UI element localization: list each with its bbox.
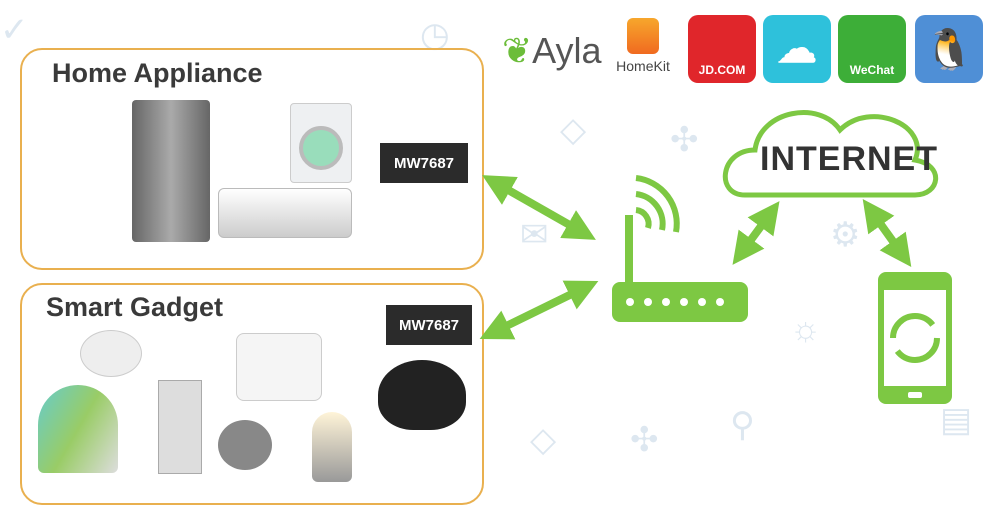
arrow-cloud-phone xyxy=(862,198,912,268)
refrigerator-image xyxy=(132,100,210,242)
arrow-router-cloud xyxy=(732,201,780,265)
camera-image xyxy=(218,420,272,470)
search-icon: ⚲ xyxy=(730,406,755,444)
air-monitor-image xyxy=(38,385,118,473)
group-title: Smart Gadget xyxy=(46,292,224,322)
smart-plug-image xyxy=(236,333,322,401)
smoke-detector-image xyxy=(80,330,142,377)
wechat-logo: WeChat xyxy=(838,15,906,83)
cloud-icon xyxy=(722,110,939,198)
jd-logo: JD.COM xyxy=(688,15,756,83)
homekit-label: HomeKit xyxy=(616,58,670,74)
clock-icon: ◷ xyxy=(420,16,450,54)
zhi-logo: ☁ xyxy=(763,15,831,83)
tag-icon: ◇ xyxy=(530,421,557,459)
module-tag: MW7687 xyxy=(380,143,468,183)
router-icon xyxy=(612,175,748,322)
gear-icon: ⚙ xyxy=(830,216,861,254)
bulb-icon: ☼ xyxy=(790,310,822,348)
tag-icon: ◇ xyxy=(560,111,587,149)
air-conditioner-image xyxy=(218,188,352,238)
ayla-logo: ❦Ayla xyxy=(502,30,602,71)
doorbell-image xyxy=(158,380,202,474)
arrow-gadget-router xyxy=(479,280,599,340)
internet-label: INTERNET xyxy=(760,140,938,178)
qq-logo: 🐧 xyxy=(915,15,983,83)
homekit-icon xyxy=(627,18,659,54)
homekit-logo: HomeKit xyxy=(608,18,678,74)
phone-icon xyxy=(878,272,952,404)
group-title: Home Appliance xyxy=(52,58,263,88)
arrow-appliance-router xyxy=(482,175,596,240)
washing-machine-image xyxy=(290,103,352,183)
smart-bulb-image xyxy=(312,412,352,482)
module-tag: MW7687 xyxy=(386,305,472,345)
ir-hub-image xyxy=(378,360,466,430)
puzzle-icon: ✣ xyxy=(670,121,699,159)
puzzle-icon: ✣ xyxy=(630,421,659,459)
check-icon: ✓ xyxy=(0,11,29,49)
document-icon: ▤ xyxy=(940,401,973,439)
